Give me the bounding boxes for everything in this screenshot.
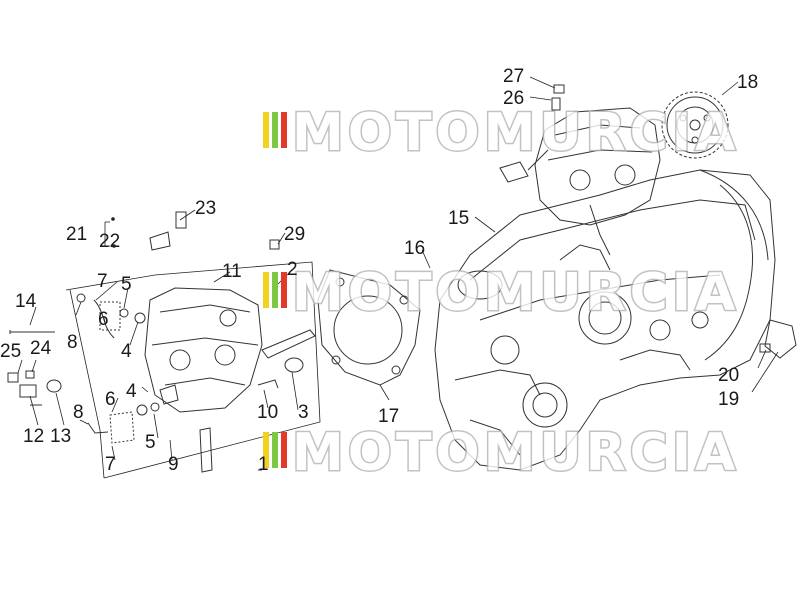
timing-sprocket (661, 91, 729, 159)
callout-1: 1 (258, 454, 269, 475)
callout-8: 8 (67, 332, 78, 353)
watermark-middle: MOTOMURCIA (263, 262, 739, 325)
callout-4: 4 (121, 341, 132, 362)
sensor-part (499, 84, 565, 183)
watermark-flag-stripe (281, 272, 287, 308)
callout-5: 5 (145, 432, 156, 453)
callout-15: 15 (448, 208, 469, 229)
watermark-text: MOTOMURCIA (292, 263, 739, 323)
callout-14: 14 (15, 291, 37, 312)
watermark-flag-stripe (272, 272, 278, 308)
callout-13: 13 (50, 426, 71, 447)
callout-27: 27 (503, 66, 524, 87)
callout-18: 18 (737, 72, 758, 93)
callout-9: 9 (168, 454, 179, 475)
watermark-text: MOTOMURCIA (292, 423, 739, 483)
group-outline (65, 221, 321, 479)
callout-16: 16 (404, 238, 425, 259)
callout-26: 26 (503, 88, 524, 109)
watermark-flag-stripe (263, 272, 269, 308)
callout-7: 7 (97, 271, 108, 292)
watermark-flag-stripe (281, 432, 287, 468)
callout-19: 19 (718, 389, 739, 410)
bracket-dots (111, 217, 116, 248)
callout-2: 2 (287, 259, 298, 280)
watermark-flag-stripe (263, 432, 269, 468)
valve-parts (76, 211, 316, 473)
callout-24: 24 (30, 338, 52, 359)
callout-12: 12 (23, 426, 44, 447)
callout-20: 20 (718, 365, 739, 386)
callout-6: 6 (98, 309, 109, 330)
watermark-text: MOTOMURCIA (292, 103, 739, 163)
callout-23: 23 (195, 198, 216, 219)
watermark-flag-stripe (272, 112, 278, 148)
callout-25: 25 (0, 341, 21, 362)
cylinder-head-left (144, 287, 263, 413)
callout-22: 22 (99, 231, 120, 252)
cylinder-head-top (534, 107, 661, 256)
crankcase-assembly (434, 169, 776, 471)
watermark-top: MOTOMURCIA (263, 102, 739, 165)
watermark-flag-stripe (263, 112, 269, 148)
callout-17: 17 (378, 406, 399, 427)
callout-7: 7 (105, 454, 116, 475)
callout-3: 3 (298, 402, 309, 423)
callout-labels: 1 2 3 4 4 5 5 6 6 7 7 8 8 9 10 11 12 13 … (0, 66, 758, 475)
callout-5: 5 (121, 274, 132, 295)
callout-8: 8 (73, 402, 84, 423)
callout-6: 6 (105, 389, 116, 410)
callout-10: 10 (257, 402, 278, 423)
loose-parts (7, 330, 62, 406)
watermark-flag-stripe (281, 112, 287, 148)
watermark-flag-stripe (272, 432, 278, 468)
callout-4: 4 (126, 381, 137, 402)
watermark-bottom: MOTOMURCIA (263, 422, 739, 485)
callout-11: 11 (222, 261, 242, 282)
head-gasket (317, 269, 421, 386)
callout-29: 29 (284, 224, 305, 245)
callout-21: 21 (66, 224, 87, 245)
